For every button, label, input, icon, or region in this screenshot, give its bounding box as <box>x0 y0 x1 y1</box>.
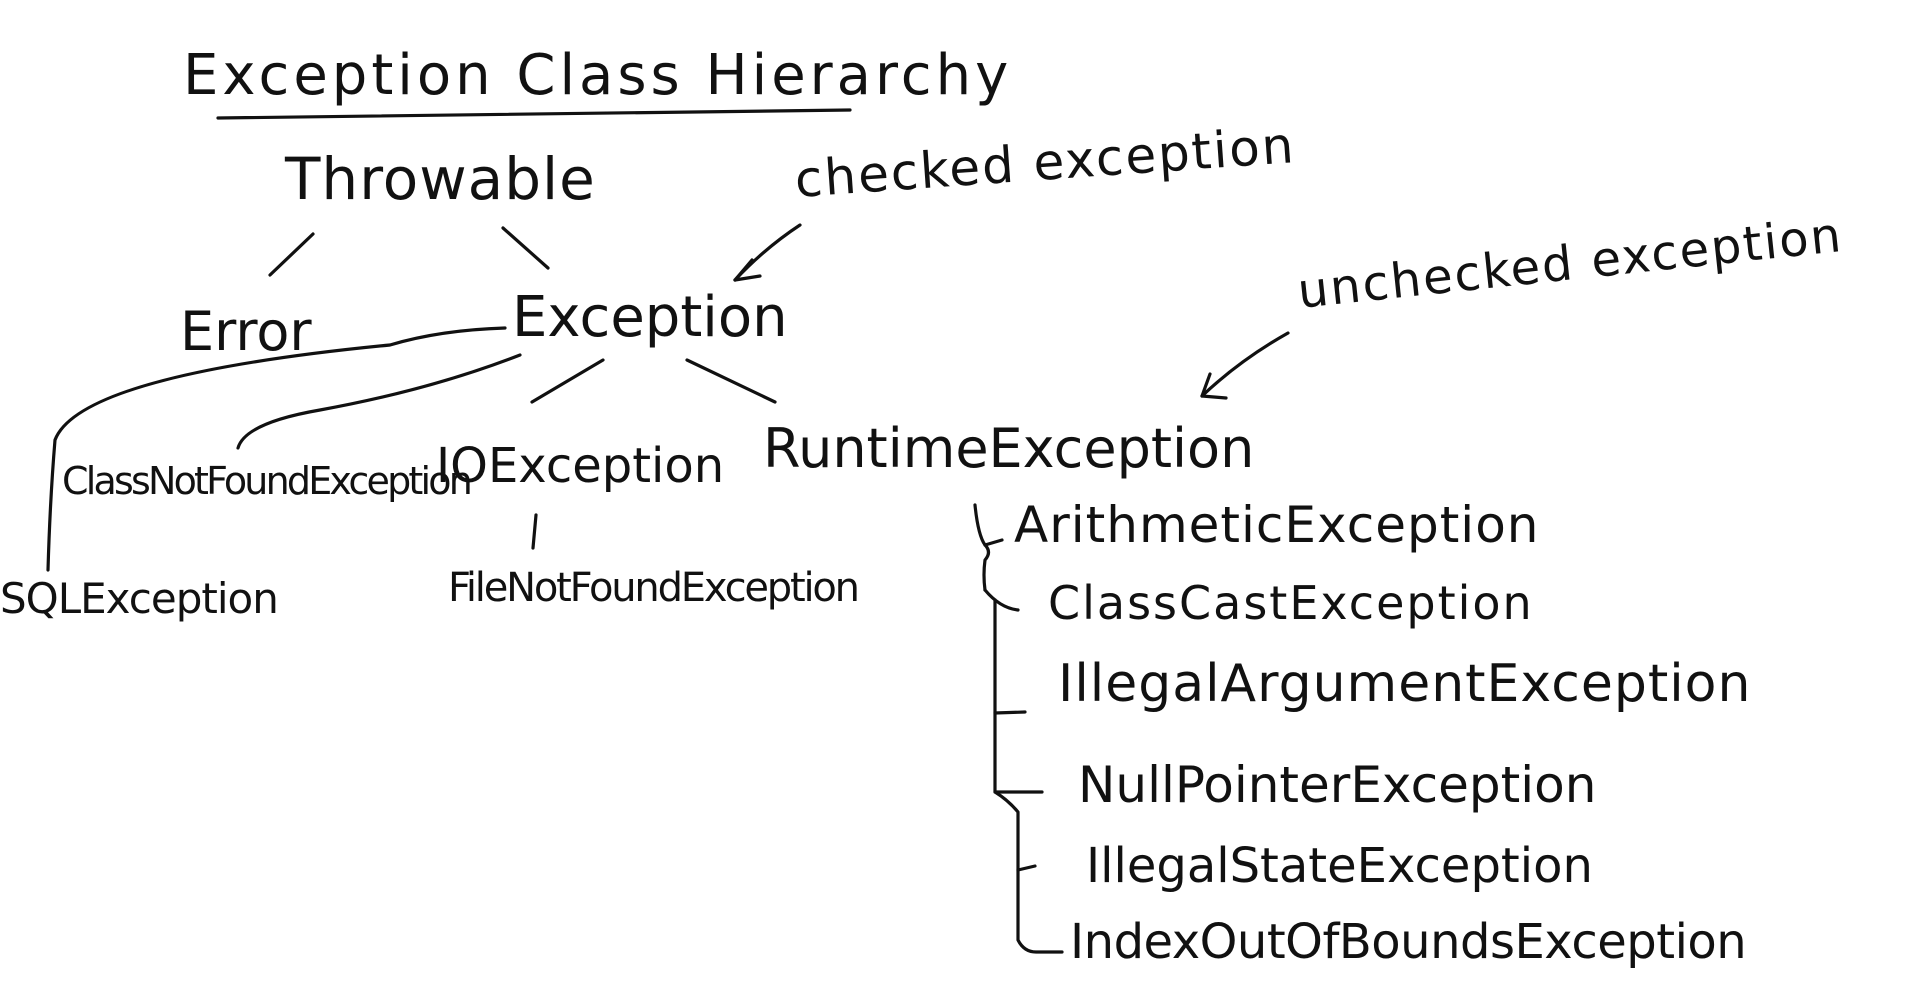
runtime-spine <box>993 598 1064 954</box>
checked-arrow <box>733 223 802 282</box>
edge-throwable-exception <box>501 226 550 270</box>
node-error: Error <box>180 300 312 363</box>
node-runtimeexception: RuntimeException <box>763 417 1255 480</box>
edge-exception-io <box>530 358 605 404</box>
node-sqlexception: SQLException <box>0 574 279 623</box>
checked-arrowhead <box>733 258 762 282</box>
node-classcastexception: ClassCastException <box>1048 576 1534 630</box>
title-underline <box>216 108 852 120</box>
branch-classcast <box>983 588 1020 612</box>
node-ioexception: IOException <box>436 438 725 494</box>
branch-arithmetic <box>983 538 1004 547</box>
node-arithmeticexception: ArithmeticException <box>1014 496 1540 554</box>
node-throwable: Throwable <box>285 145 596 213</box>
unchecked-arrow <box>1200 331 1290 398</box>
node-illegalargumentexception: IllegalArgumentException <box>1058 654 1752 714</box>
runtime-bracket-top <box>973 503 991 592</box>
node-exception: Exception <box>512 285 788 350</box>
node-illegalstateexception: IllegalStateException <box>1086 838 1593 894</box>
node-classnotfoundexception: ClassNotFoundException <box>62 459 473 503</box>
branch-illegalargument <box>993 710 1027 715</box>
edge-throwable-error <box>268 232 315 277</box>
branch-illegalstate <box>1016 864 1037 872</box>
node-nullpointerexception: NullPointerException <box>1078 756 1597 814</box>
unchecked-arrowhead <box>1200 372 1228 400</box>
node-indexoutofboundsexception: IndexOutOfBoundsException <box>1070 914 1747 970</box>
edge-io-filenotfound <box>531 513 538 550</box>
node-filenotfoundexception: FileNotFoundException <box>448 565 860 611</box>
edge-exception-classnotfound <box>236 353 522 450</box>
edge-exception-runtime <box>685 358 777 404</box>
edge-exception-sql <box>46 326 507 572</box>
diagram-title: Exception Class Hierarchy <box>183 43 1013 108</box>
